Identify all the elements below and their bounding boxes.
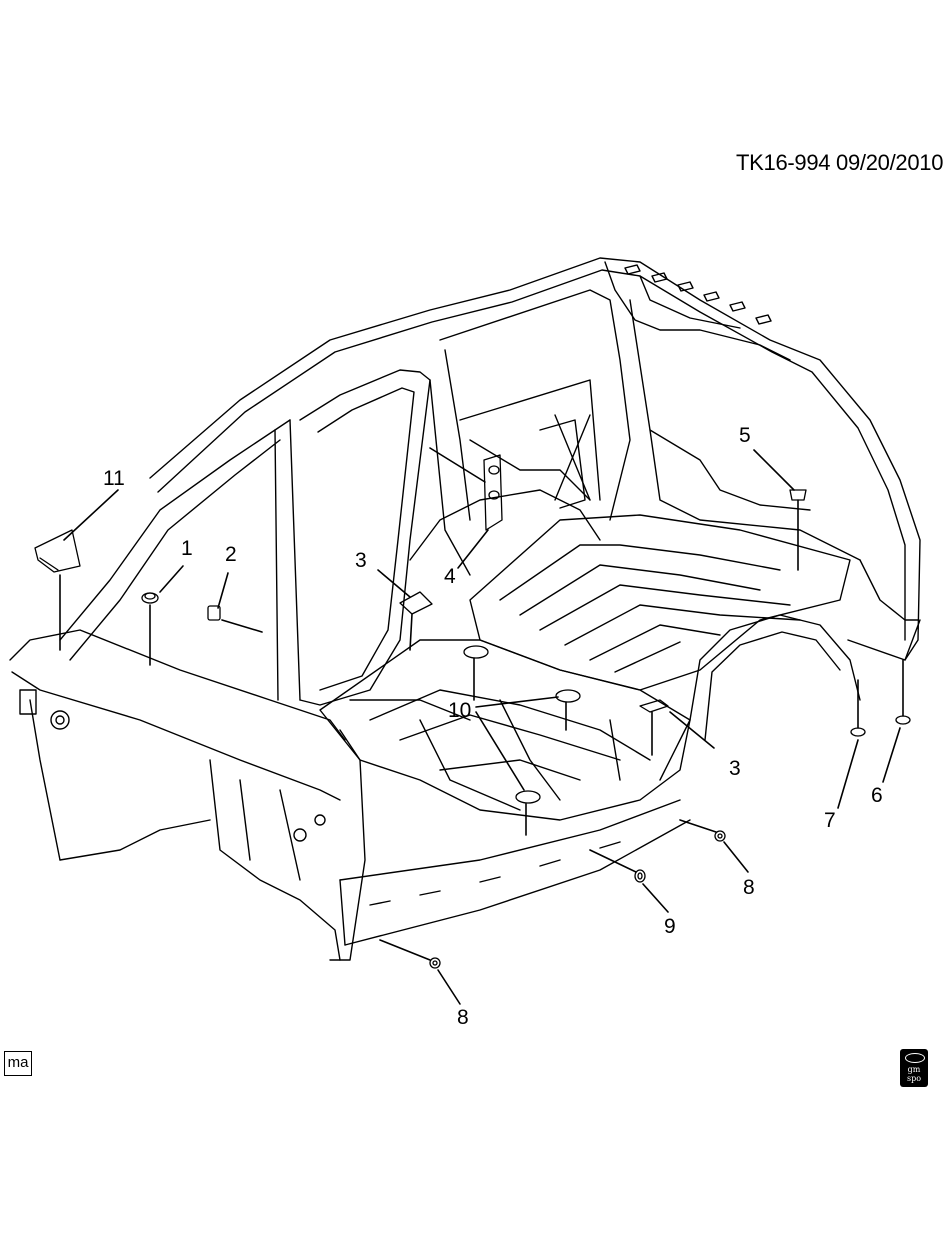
callout-11: 11: [103, 467, 125, 490]
callout-9: 9: [664, 915, 676, 938]
callout-5: 5: [739, 424, 751, 447]
logo-text-bottom: spo: [906, 1074, 922, 1083]
a-pillar-opening: [59, 419, 301, 701]
gm-spo-logo: gm spo: [900, 1049, 928, 1087]
callout-1: 1: [181, 537, 193, 560]
roof-rail-outline: [149, 257, 921, 661]
rocker-panel: [339, 799, 691, 946]
right-body-side: [629, 299, 921, 781]
callout-8-upper: 8: [743, 876, 755, 899]
callout-3-lower: 3: [729, 757, 741, 780]
logo-oval: [905, 1053, 925, 1063]
callout-3-upper: 3: [355, 549, 367, 572]
cowl-dash-panel: [9, 629, 366, 961]
leader-lines: [59, 447, 904, 1005]
cargo-floor: [469, 514, 851, 691]
front-floor-pan: [319, 639, 691, 821]
rear-quarter-inner: [409, 289, 631, 561]
callout-4: 4: [444, 565, 456, 588]
callout-8-lower: 8: [457, 1006, 469, 1029]
callout-7: 7: [824, 809, 836, 832]
diagram-id-date: TK16-994 09/20/2010: [736, 150, 943, 175]
callout-6: 6: [871, 784, 883, 807]
logo-text-top: gm: [907, 1065, 921, 1074]
corner-tag: ma: [4, 1051, 32, 1076]
b-pillar-opening: [299, 349, 471, 706]
callout-2: 2: [225, 543, 237, 566]
callout-10: 10: [448, 699, 472, 722]
